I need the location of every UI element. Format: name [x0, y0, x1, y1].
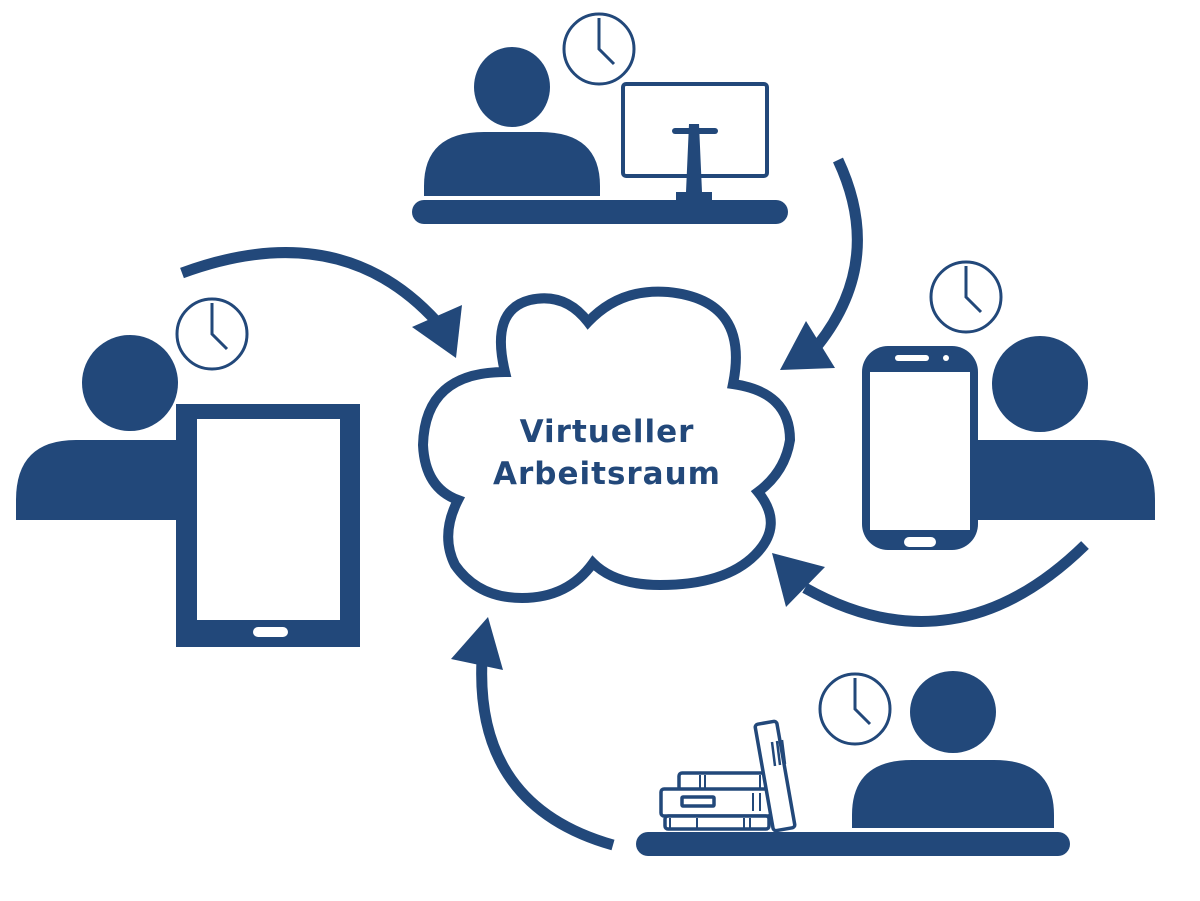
cloud-shape — [417, 286, 796, 604]
person-body — [424, 132, 600, 196]
worker-smartphone — [862, 260, 1155, 550]
books — [659, 719, 797, 833]
clock-icon — [818, 672, 892, 746]
monitor-stand-bar — [672, 128, 718, 134]
monitor-stand — [676, 124, 712, 200]
person-body — [852, 760, 1054, 828]
clock-icon — [562, 12, 636, 86]
worker-tablet — [16, 297, 360, 647]
arrow-desktop-to-cloud — [780, 157, 863, 370]
desk — [412, 200, 788, 224]
person-head — [992, 336, 1088, 432]
person-head — [474, 47, 550, 127]
arrow-smartphone-to-cloud — [772, 541, 1089, 627]
arrow-tablet-to-cloud — [180, 247, 462, 358]
arrow-books-to-cloud — [451, 617, 615, 851]
camera-dot — [943, 355, 949, 361]
worker-desktop — [412, 12, 788, 224]
person-head — [82, 335, 178, 431]
smartphone-screen — [870, 372, 970, 530]
person-head — [910, 671, 996, 753]
desk — [636, 832, 1070, 856]
tablet-button — [253, 627, 288, 637]
clock-icon — [929, 260, 1003, 334]
clock-icon — [175, 297, 249, 371]
person-body — [16, 440, 176, 520]
cloud-label-line1: Virtueller — [520, 414, 695, 450]
person-body — [978, 440, 1155, 520]
home-button — [904, 537, 936, 547]
speaker-slot — [895, 355, 929, 361]
tablet-screen — [197, 419, 340, 620]
worker-books — [636, 671, 1070, 856]
cloud-label-line2: Arbeitsraum — [493, 456, 721, 492]
